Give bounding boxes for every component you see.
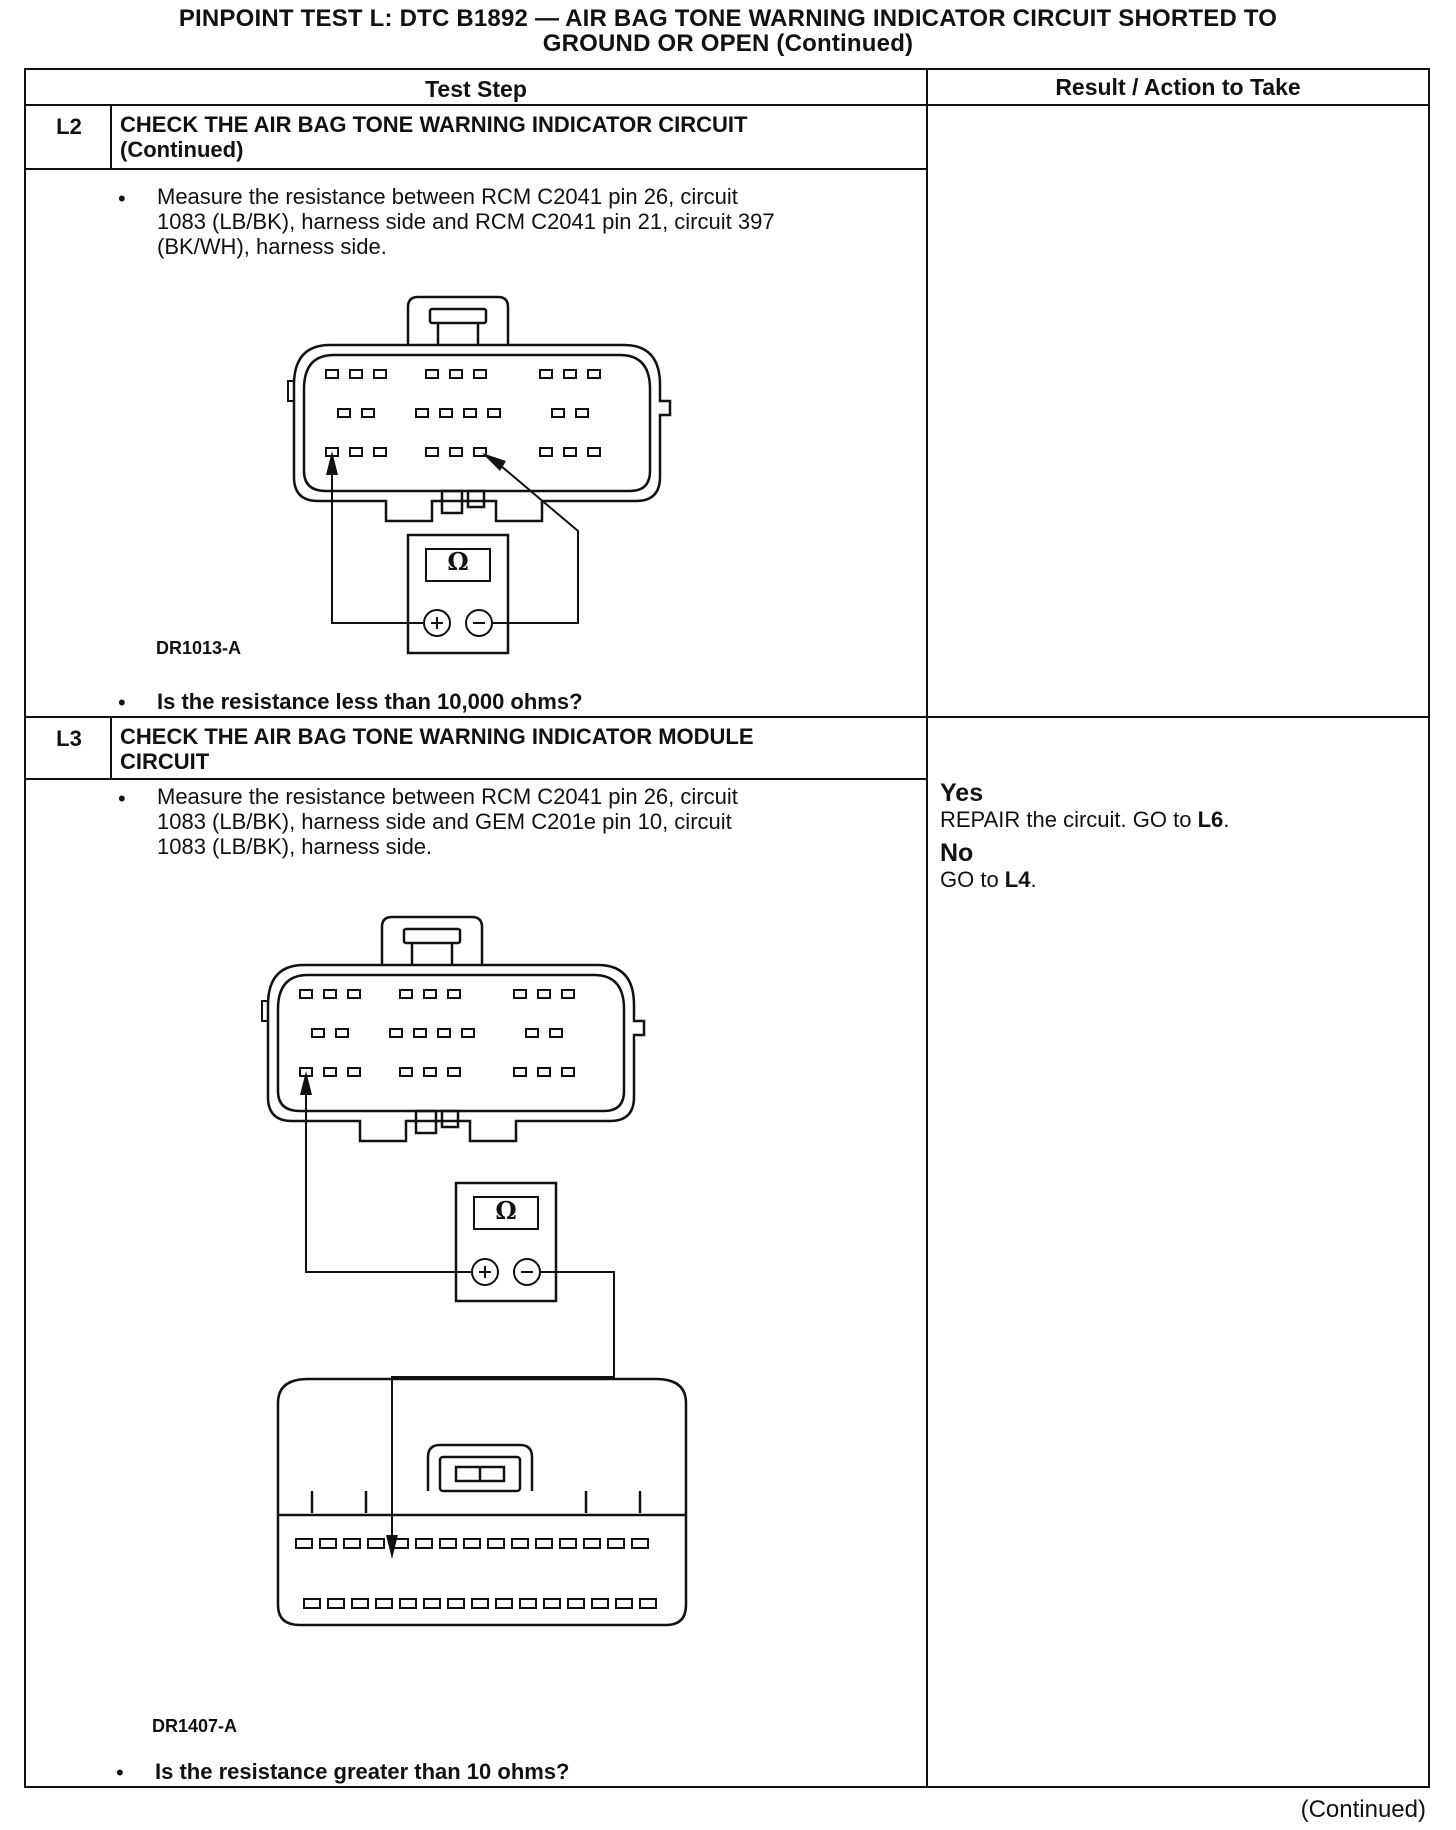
step-l2-heading: CHECK THE AIR BAG TONE WARNING INDICATOR… xyxy=(120,112,920,162)
header-result-action: Result / Action to Take xyxy=(1055,74,1301,100)
step-l2-question: Is the resistance less than 10,000 ohms? xyxy=(157,689,583,714)
result-yes-action-text: REPAIR the circuit. GO to xyxy=(940,807,1198,832)
result-yes-label: Yes xyxy=(940,779,984,807)
step-l2-heading-divider xyxy=(24,168,928,170)
step-l3-instruction: Measure the resistance between RCM C2041… xyxy=(157,784,917,859)
test-table xyxy=(24,68,1430,1788)
result-no-action: GO to L4. xyxy=(940,867,1420,892)
header-divider xyxy=(24,104,1430,106)
step-l2-question-bullet: • xyxy=(118,690,126,715)
header-test-step: Test Step xyxy=(425,76,527,102)
result-no-action-end: . xyxy=(1030,867,1037,892)
step-l2-instruction-line-3: (BK/WH), harness side. xyxy=(157,234,387,259)
rcm-gem-connector-diagram-l3 xyxy=(261,915,688,1627)
step-l3-instruction-line-3: 1083 (LB/BK), harness side. xyxy=(157,834,433,859)
step-l2-instruction-bullet: • xyxy=(118,186,126,211)
step-l2-heading-line-2: (Continued) xyxy=(120,137,244,162)
rcm-connector-diagram-l2 xyxy=(287,295,672,655)
column-divider xyxy=(926,68,928,1788)
step-l2-instruction-line-2: 1083 (LB/BK), harness side and RCM C2041… xyxy=(157,209,775,234)
step-l2-id-divider xyxy=(110,104,112,170)
step-l3-id-divider xyxy=(110,716,112,780)
page-title: PINPOINT TEST L: DTC B1892 — AIR BAG TON… xyxy=(0,6,1456,56)
step-l3-heading-line-1: CHECK THE AIR BAG TONE WARNING INDICATOR… xyxy=(120,724,754,749)
result-no-label: No xyxy=(940,839,974,867)
continued-label: (Continued) xyxy=(1300,1796,1426,1823)
meter-omega-l2: Ω xyxy=(447,547,469,576)
step-id-l2: L2 xyxy=(56,114,82,139)
step-l2-divider xyxy=(24,716,1430,718)
figure-label-l3: DR1407-A xyxy=(152,1716,238,1736)
step-l3-instruction-line-1: Measure the resistance between RCM C2041… xyxy=(157,784,738,809)
step-l3-instruction-line-2: 1083 (LB/BK), harness side and GEM C201e… xyxy=(157,809,732,834)
result-yes-target-link[interactable]: L6 xyxy=(1197,807,1224,832)
meter-omega-l3: Ω xyxy=(495,1196,517,1225)
step-l3-heading-divider xyxy=(24,778,928,780)
step-id-l3: L3 xyxy=(56,726,82,751)
step-l2-instruction-line-1: Measure the resistance between RCM C2041… xyxy=(157,184,738,209)
result-no-action-text: GO to xyxy=(940,867,1005,892)
title-line-2: GROUND OR OPEN (Continued) xyxy=(542,30,914,57)
step-l3-question-bullet: • xyxy=(116,1760,124,1785)
result-yes-action-end: . xyxy=(1223,807,1230,832)
step-l3-instruction-bullet: • xyxy=(118,786,126,811)
step-l3-result: Yes REPAIR the circuit. GO to L6. No GO … xyxy=(940,779,1420,893)
result-no-target-link[interactable]: L4 xyxy=(1004,867,1031,892)
step-l2-heading-line-1: CHECK THE AIR BAG TONE WARNING INDICATOR… xyxy=(120,112,748,137)
step-l3-heading: CHECK THE AIR BAG TONE WARNING INDICATOR… xyxy=(120,724,920,774)
title-line-1: PINPOINT TEST L: DTC B1892 — AIR BAG TON… xyxy=(178,5,1278,32)
step-l3-heading-line-2: CIRCUIT xyxy=(120,749,210,774)
figure-label-l2: DR1013-A xyxy=(156,638,242,658)
step-l3-question: Is the resistance greater than 10 ohms? xyxy=(155,1759,570,1784)
result-yes-action: REPAIR the circuit. GO to L6. xyxy=(940,807,1420,832)
step-l2-instruction: Measure the resistance between RCM C2041… xyxy=(157,184,917,259)
